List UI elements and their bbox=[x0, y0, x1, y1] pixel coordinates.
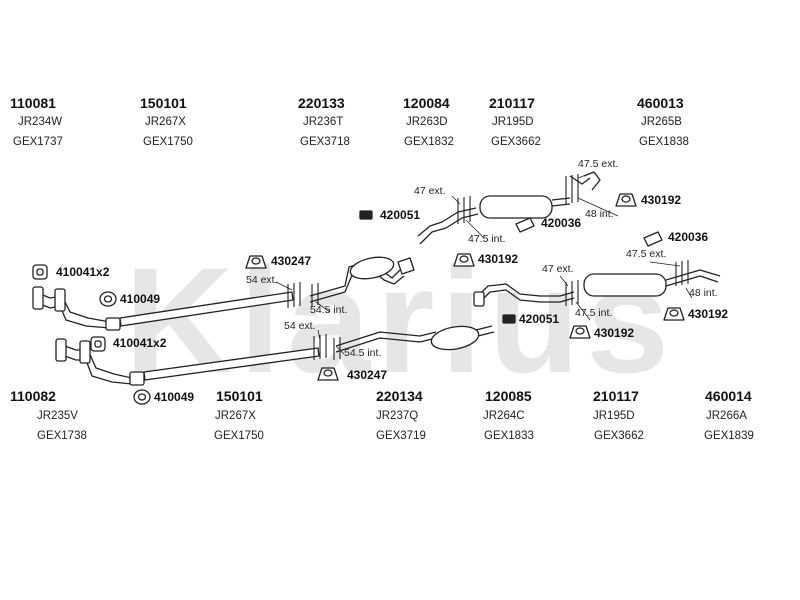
clamp-icon bbox=[502, 314, 516, 324]
gex-reference: GEX1737 bbox=[13, 136, 63, 148]
part-number: 150101 bbox=[140, 95, 187, 111]
jr-reference: JR237Q bbox=[376, 410, 419, 422]
part-number: 210117 bbox=[489, 95, 535, 111]
callout-rubber-mount: 430247 bbox=[347, 368, 388, 382]
jr-reference: JR263D bbox=[406, 116, 448, 128]
front-pipe-lower bbox=[143, 347, 320, 381]
rubber-mount-icon bbox=[317, 367, 339, 381]
clamp-markers bbox=[287, 174, 689, 360]
rear-section-upper bbox=[569, 171, 601, 191]
flange-icon bbox=[133, 389, 151, 405]
callout-hanger: 420036 bbox=[668, 230, 709, 244]
diameter-label: 47.5 ext. bbox=[578, 158, 619, 170]
front-pipe-upper bbox=[119, 291, 294, 327]
part-number: 150101 bbox=[216, 388, 263, 404]
jr-reference: JR236T bbox=[303, 116, 344, 128]
part-number: 460013 bbox=[637, 95, 684, 111]
rubber-mount-icon bbox=[663, 307, 685, 321]
part-number: 120084 bbox=[403, 95, 450, 111]
intermediate-silencer-upper bbox=[417, 195, 571, 245]
measure-leaders bbox=[275, 171, 693, 355]
gex-reference: GEX3718 bbox=[300, 136, 350, 148]
part-number: 220134 bbox=[376, 388, 423, 404]
rubber-mount-icon bbox=[453, 253, 475, 267]
callout-rubber-mount: 430192 bbox=[688, 307, 729, 321]
diameter-label: 48 int. bbox=[585, 208, 614, 220]
gex-reference: GEX3662 bbox=[594, 430, 644, 442]
callout-rubber-mount: 430192 bbox=[594, 326, 635, 340]
part-number: 110082 bbox=[10, 388, 56, 404]
callout-clamp: 420051 bbox=[380, 208, 421, 222]
gasket-icon bbox=[32, 264, 48, 280]
center-silencer-lower bbox=[335, 325, 495, 353]
jr-reference: JR265B bbox=[641, 116, 682, 128]
watermark: Klarius bbox=[125, 236, 676, 404]
gex-reference: GEX1750 bbox=[214, 430, 264, 442]
diameter-label: 54 ext. bbox=[284, 320, 316, 332]
downpipe-upper bbox=[32, 286, 121, 331]
jr-reference: JR266A bbox=[706, 410, 747, 422]
part-number: 120085 bbox=[485, 388, 532, 404]
callout-rubber-mount: 430192 bbox=[478, 252, 519, 266]
diameter-label: 54 ext. bbox=[246, 274, 278, 286]
part-number: 220133 bbox=[298, 95, 345, 111]
callout-hanger: 420036 bbox=[541, 216, 582, 230]
gex-reference: GEX1750 bbox=[143, 136, 193, 148]
callout-clamp: 420051 bbox=[519, 312, 560, 326]
flange-icon bbox=[99, 291, 117, 307]
jr-reference: JR267X bbox=[145, 116, 186, 128]
diameter-label: 47.5 ext. bbox=[626, 248, 667, 260]
part-number: 210117 bbox=[593, 388, 639, 404]
diameter-label: 47 ext. bbox=[542, 263, 574, 275]
diameter-label: 47.5 int. bbox=[575, 307, 613, 319]
callout-gasket: 410041x2 bbox=[56, 265, 110, 279]
gex-reference: GEX3719 bbox=[376, 430, 426, 442]
diameter-label: 54.5 int. bbox=[310, 304, 348, 316]
diameter-label: 47 ext. bbox=[414, 185, 446, 197]
callout-rubber-mount: 430192 bbox=[641, 193, 682, 207]
callout-gasket: 410041x2 bbox=[113, 336, 167, 350]
jr-reference: JR234W bbox=[18, 116, 63, 128]
jr-reference: JR267X bbox=[215, 410, 256, 422]
center-silencer-upper bbox=[309, 256, 415, 303]
callout-rubber-mount: 430247 bbox=[271, 254, 312, 268]
hanger-icon bbox=[515, 217, 535, 233]
gex-reference: GEX1838 bbox=[639, 136, 689, 148]
downpipe-lower bbox=[55, 338, 145, 386]
jr-reference: JR235V bbox=[37, 410, 78, 422]
intermediate-pipe-lower bbox=[473, 283, 575, 307]
diameter-label: 54.5 int. bbox=[344, 347, 382, 359]
gex-reference: GEX1833 bbox=[484, 430, 534, 442]
gasket-icon bbox=[90, 336, 106, 352]
rubber-mount-icon bbox=[569, 325, 591, 339]
gex-reference: GEX3662 bbox=[491, 136, 541, 148]
jr-reference: JR195D bbox=[593, 410, 635, 422]
clamp-icon bbox=[359, 210, 373, 220]
callout-flange: 410049 bbox=[154, 390, 195, 404]
part-number: 110081 bbox=[10, 95, 56, 111]
gex-reference: GEX1738 bbox=[37, 430, 87, 442]
rear-section-lower bbox=[583, 269, 721, 297]
rubber-mount-icon bbox=[615, 193, 637, 207]
gex-reference: GEX1832 bbox=[404, 136, 454, 148]
callout-flange: 410049 bbox=[120, 292, 161, 306]
jr-reference: JR264C bbox=[483, 410, 525, 422]
rubber-mount-icon bbox=[245, 255, 267, 269]
jr-reference: JR195D bbox=[492, 116, 534, 128]
diameter-label: 48 int. bbox=[689, 287, 718, 299]
gex-reference: GEX1839 bbox=[704, 430, 754, 442]
hanger-icon bbox=[643, 231, 663, 247]
diameter-label: 47.5 int. bbox=[468, 233, 506, 245]
part-number: 460014 bbox=[705, 388, 752, 404]
